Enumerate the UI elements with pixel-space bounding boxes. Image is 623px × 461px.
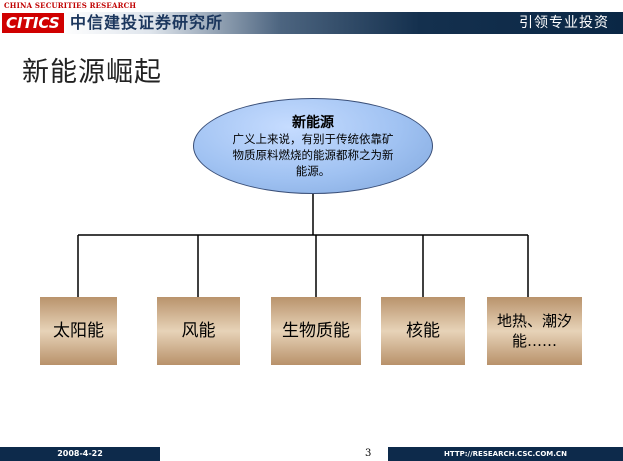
category-wind: 风能	[157, 297, 240, 365]
central-node-new-energy: 新能源 广义上来说，有别于传统依靠矿物质原料燃烧的能源都称之为新能源。	[193, 98, 433, 194]
company-name: 中信建投证券研究所	[70, 13, 224, 32]
category-biomass: 生物质能	[271, 297, 361, 365]
category-geothermal-tidal: 地热、潮汐能……	[487, 297, 582, 365]
slide-title: 新能源崛起	[22, 57, 162, 88]
header-slogan: 引领专业投资	[519, 15, 609, 31]
category-solar: 太阳能	[40, 297, 117, 365]
category-nuclear: 核能	[381, 297, 465, 365]
page-number: 3	[365, 448, 372, 459]
footer-url[interactable]: HTTP://RESEARCH.CSC.COM.CN	[388, 447, 623, 461]
company-logo: CITICS	[2, 13, 64, 33]
central-node-title: 新能源	[292, 115, 334, 131]
header-bar	[0, 12, 623, 34]
central-node-description: 广义上来说，有别于传统依靠矿物质原料燃烧的能源都称之为新能源。	[232, 132, 394, 178]
header-caption: CHINA SECURITIES RESEARCH	[4, 1, 137, 10]
footer-date: 2008-4-22	[0, 447, 160, 461]
